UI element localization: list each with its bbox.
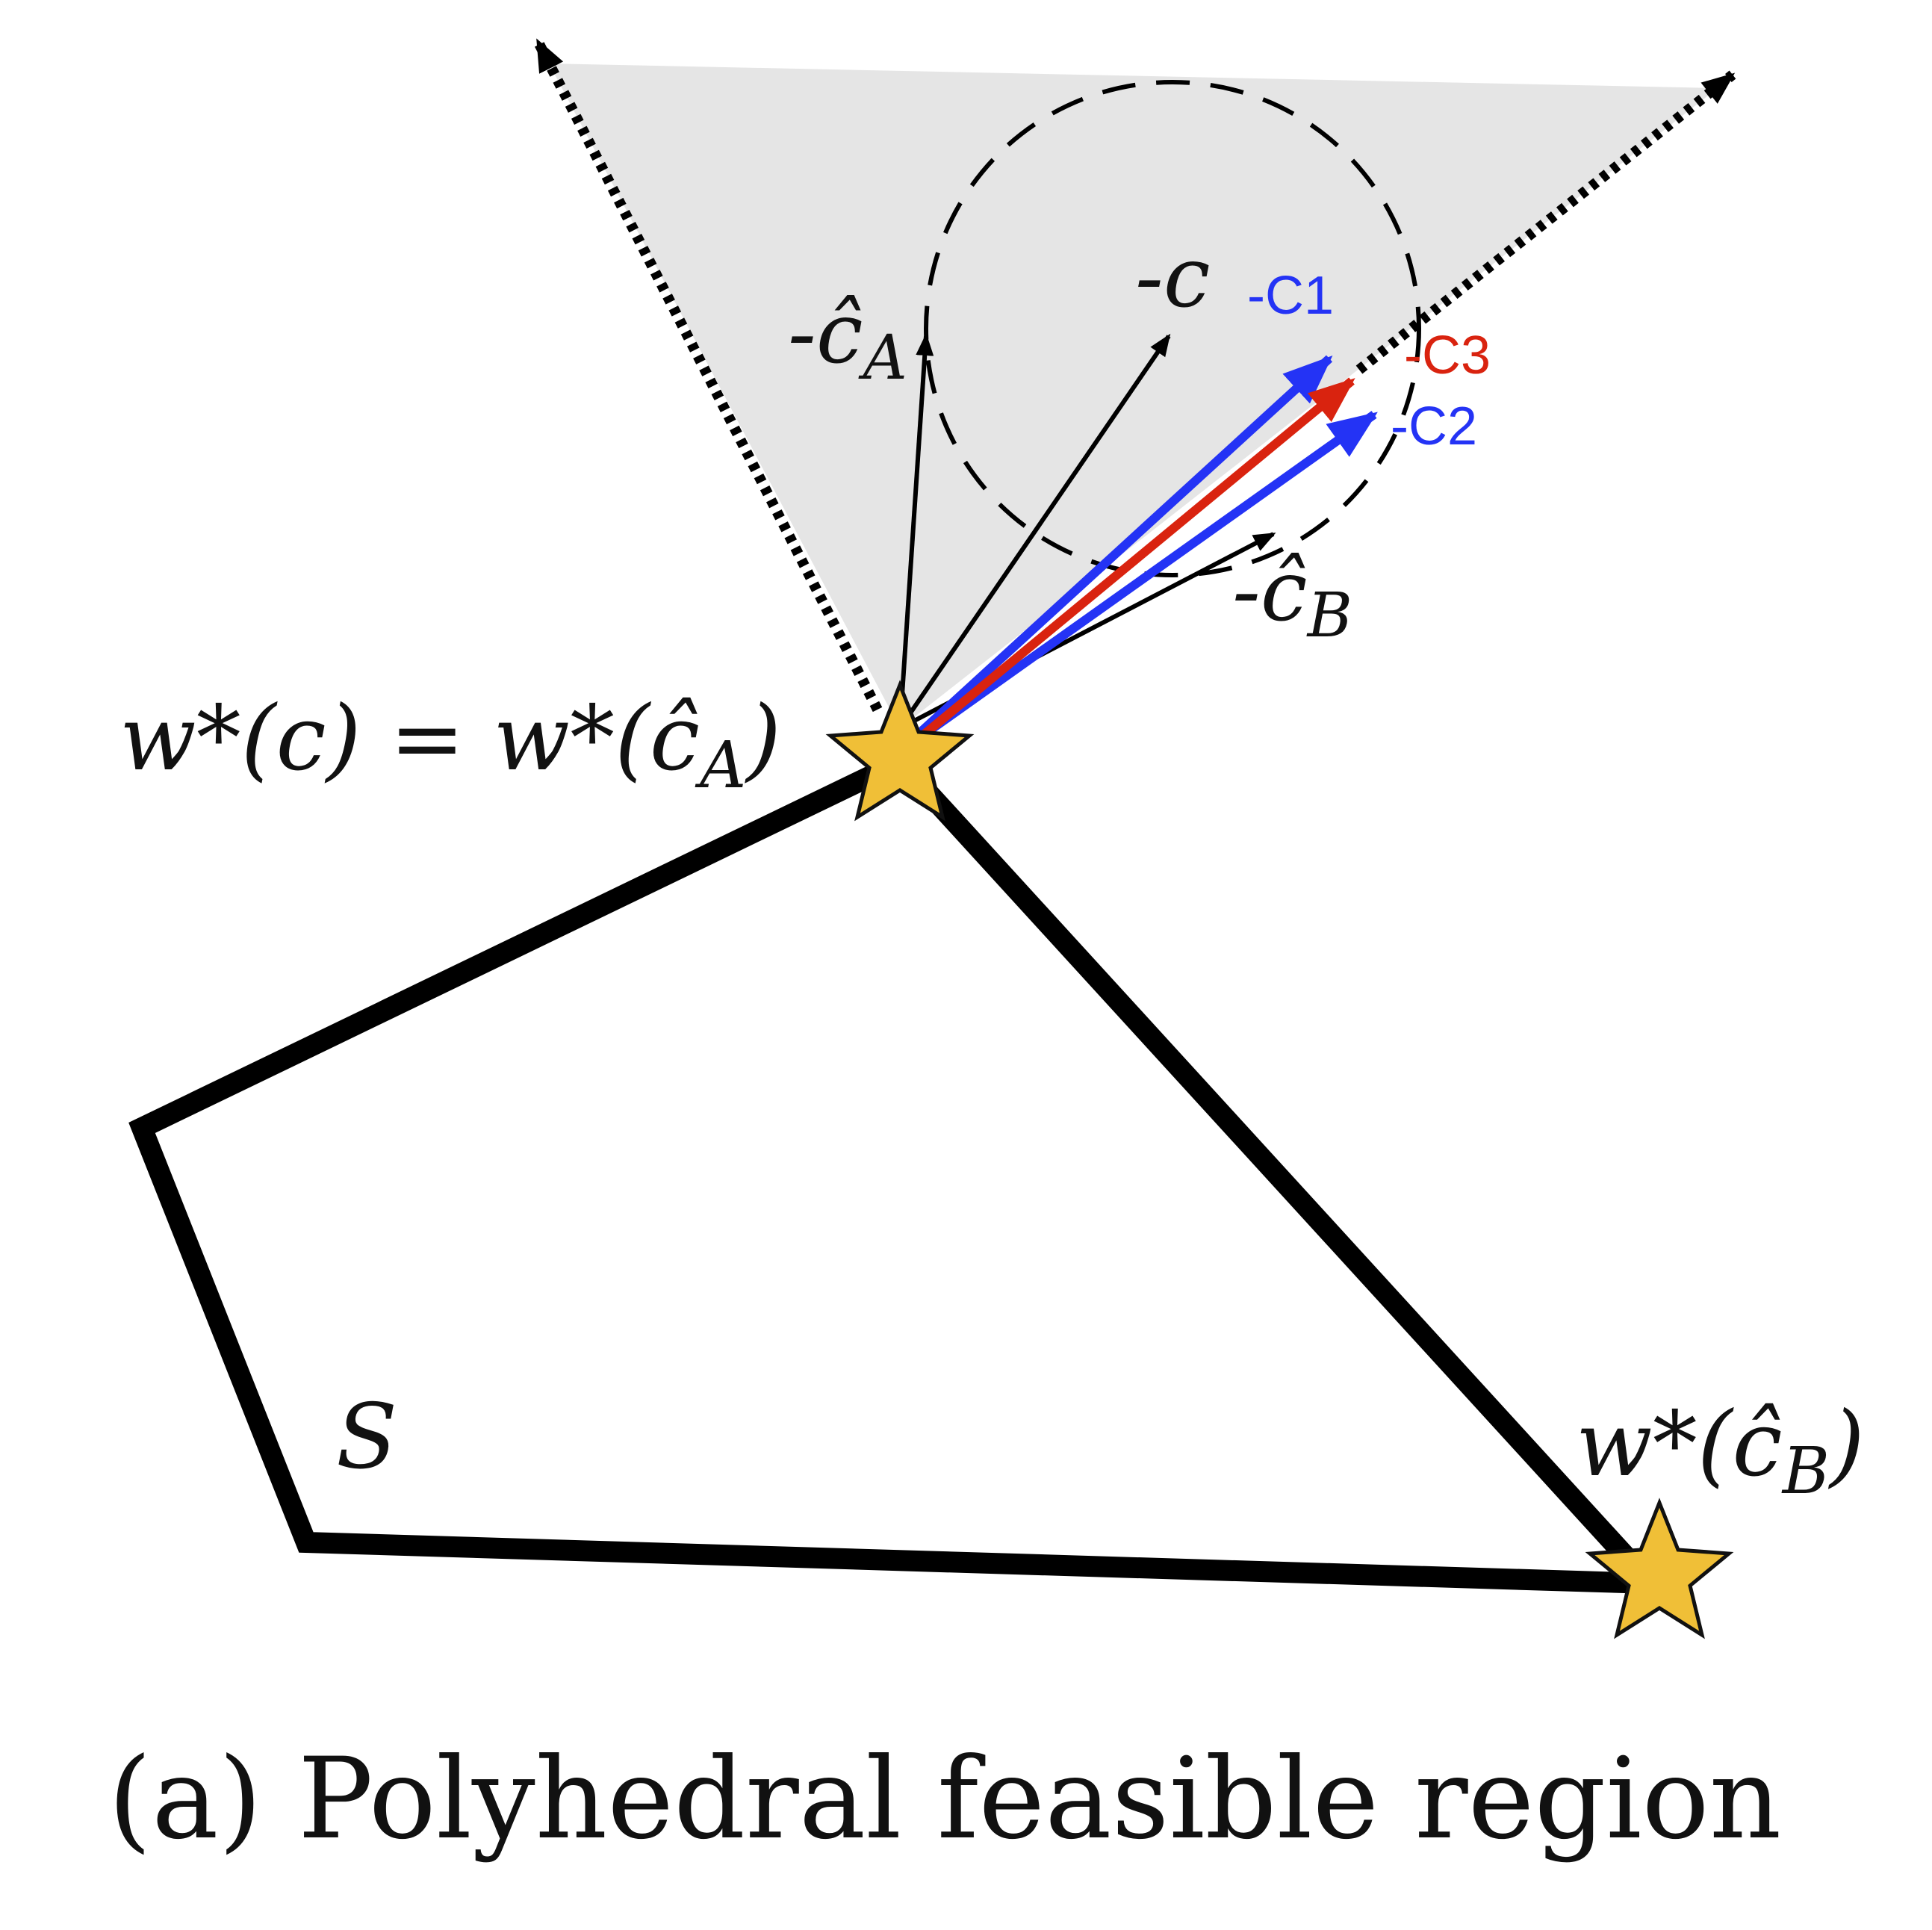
neg-c2-arrow [893,411,1378,758]
cone-boundary-ray-left [532,38,883,713]
label-neg-c-hat-a: -ĉA [788,285,907,394]
neg-c-arrow [898,333,1171,730]
feasible-polygon [128,748,1675,1595]
label-neg-c: -c [1135,229,1211,326]
label-w-star-c: w*(c) = w*(ĉA) [119,687,781,803]
neg-c-hat-a-arrow [898,333,934,729]
uncertainty-circle [924,80,1421,577]
label-neg-c-hat-b: -ĉB [1232,543,1352,651]
label-neg-c1: -C1 [1247,266,1334,326]
normal-cone-region [549,63,1718,728]
neg-c3-arrow [897,377,1355,758]
optimal-vertex-star-a [825,680,975,822]
neg-c1-arrow [892,355,1333,758]
label-neg-c3: -C3 [1404,326,1491,385]
figure-caption: (a) Polyhedral feasible region [108,1734,1782,1864]
label-w-star-c-hat-b: w*(ĉB) [1576,1393,1865,1509]
label-neg-c2: -C2 [1391,397,1477,456]
optimal-vertex-star-b [1585,1498,1734,1639]
label-region-s: S [336,1386,397,1489]
